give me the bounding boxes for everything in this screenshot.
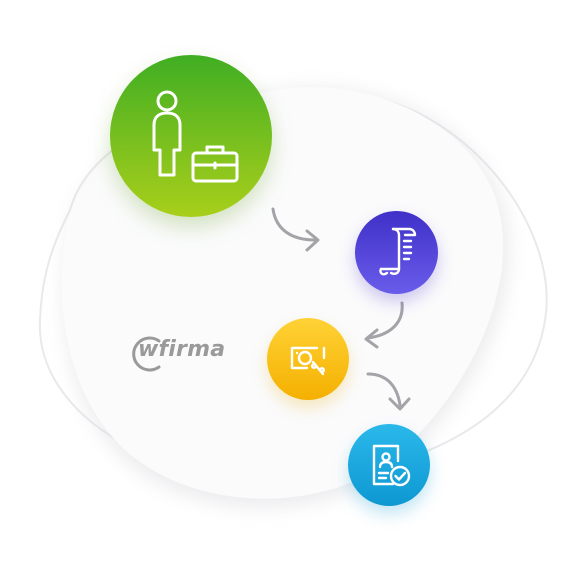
tax-card-icon xyxy=(290,346,326,376)
approved-document-node xyxy=(348,424,430,506)
person-briefcase-icon xyxy=(152,90,239,183)
arrow-3-shaft xyxy=(366,372,402,407)
arrow-2-shaft xyxy=(366,301,404,340)
wfirma-logo-mark xyxy=(132,336,161,372)
arrow-2-head xyxy=(364,328,379,349)
approved-document-icon xyxy=(372,444,411,487)
tax-card-node xyxy=(267,318,349,400)
receipt-node xyxy=(355,211,438,294)
wfirma-logo-text: wfirma xyxy=(138,337,226,362)
arrow-1-shaft xyxy=(271,207,317,242)
arrow-3-head xyxy=(388,397,411,411)
arrow-1-head xyxy=(305,229,320,252)
person-briefcase-node xyxy=(110,55,272,217)
receipt-icon xyxy=(379,227,417,276)
